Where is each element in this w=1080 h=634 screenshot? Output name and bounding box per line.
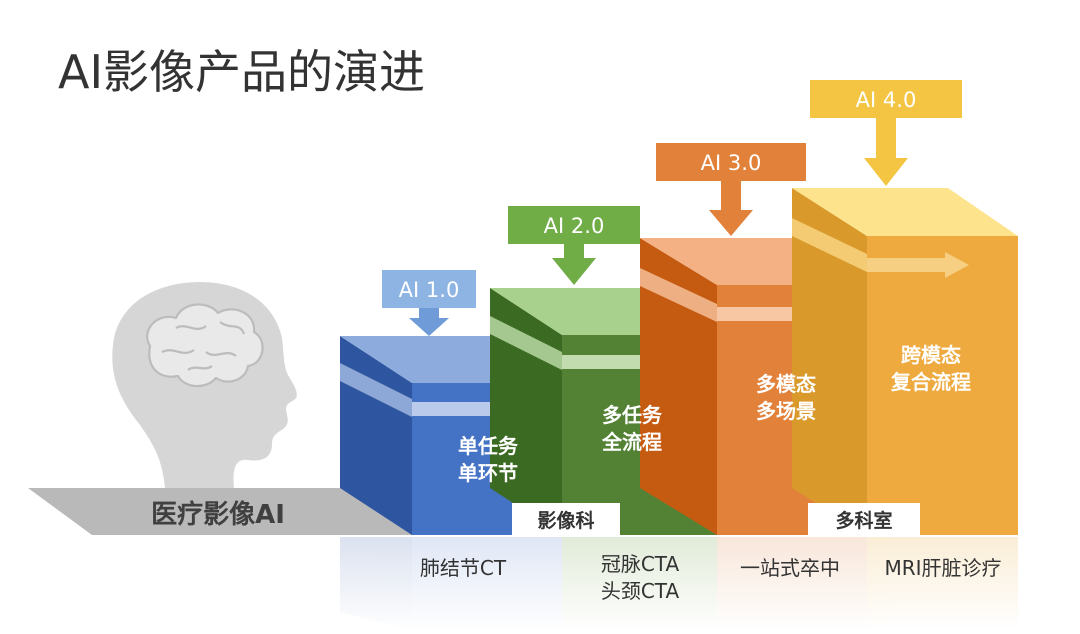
callout-ai-3: AI 3.0: [656, 143, 806, 236]
stage-block-ai-4: [792, 188, 1018, 535]
application-2a: 冠脉CTA: [601, 552, 680, 576]
stage-line1-ai-2: 多任务: [602, 403, 663, 427]
block-stripe: [490, 316, 562, 370]
application-1: 肺结节CT: [420, 556, 507, 580]
stage-line1-ai-1: 单任务: [458, 434, 519, 458]
callout-label: AI 4.0: [856, 88, 917, 112]
flow-arrow: [867, 252, 969, 278]
brain-icon: [146, 303, 264, 388]
gray-floor: [28, 488, 420, 535]
head-label: 医疗影像AI: [151, 499, 285, 530]
application-3: 一站式卒中: [740, 556, 840, 580]
stage-line2-ai-4: 复合流程: [890, 370, 971, 394]
head-silhouette: [112, 282, 297, 488]
dept-label-box-2: [808, 503, 920, 535]
application-2b: 头颈CTA: [601, 579, 680, 603]
stage-line2-ai-1: 单环节: [458, 461, 518, 485]
application-4: MRI肝脏诊疗: [884, 556, 1001, 580]
stage-line2-ai-3: 多场景: [756, 399, 816, 423]
block-front: [867, 236, 1018, 535]
down-arrow-icon: [709, 181, 753, 236]
callout-ai-4: AI 4.0: [810, 80, 962, 186]
callout-box: [810, 80, 962, 118]
callout-label: AI 2.0: [544, 214, 605, 238]
stage-line1-ai-4: 跨模态: [901, 343, 961, 367]
callout-box: [382, 270, 476, 308]
stage-line2-ai-2: 全流程: [601, 430, 662, 454]
page-title: AI影像产品的演进: [58, 45, 425, 99]
callout-box: [508, 206, 640, 244]
callout-box: [656, 143, 806, 181]
callout-label: AI 1.0: [399, 278, 460, 302]
callout-label: AI 3.0: [701, 151, 762, 175]
block-stripe: [340, 363, 412, 417]
block-stripe: [792, 218, 867, 272]
stage-line1-ai-3: 多模态: [756, 372, 816, 396]
reflection-fade: [330, 535, 1030, 630]
dept-label-box-1: [512, 503, 620, 535]
block-stripe: [640, 268, 717, 322]
dept-label-2: 多科室: [835, 509, 892, 532]
dept-label-1: 影像科: [537, 509, 594, 532]
callout-ai-1: AI 1.0: [382, 270, 476, 336]
block-top: [792, 188, 1018, 236]
block-side: [792, 188, 867, 535]
down-arrow-icon: [409, 308, 449, 336]
down-arrow-icon: [552, 244, 596, 285]
down-arrow-icon: [864, 118, 908, 186]
callout-ai-2: AI 2.0: [508, 206, 640, 285]
